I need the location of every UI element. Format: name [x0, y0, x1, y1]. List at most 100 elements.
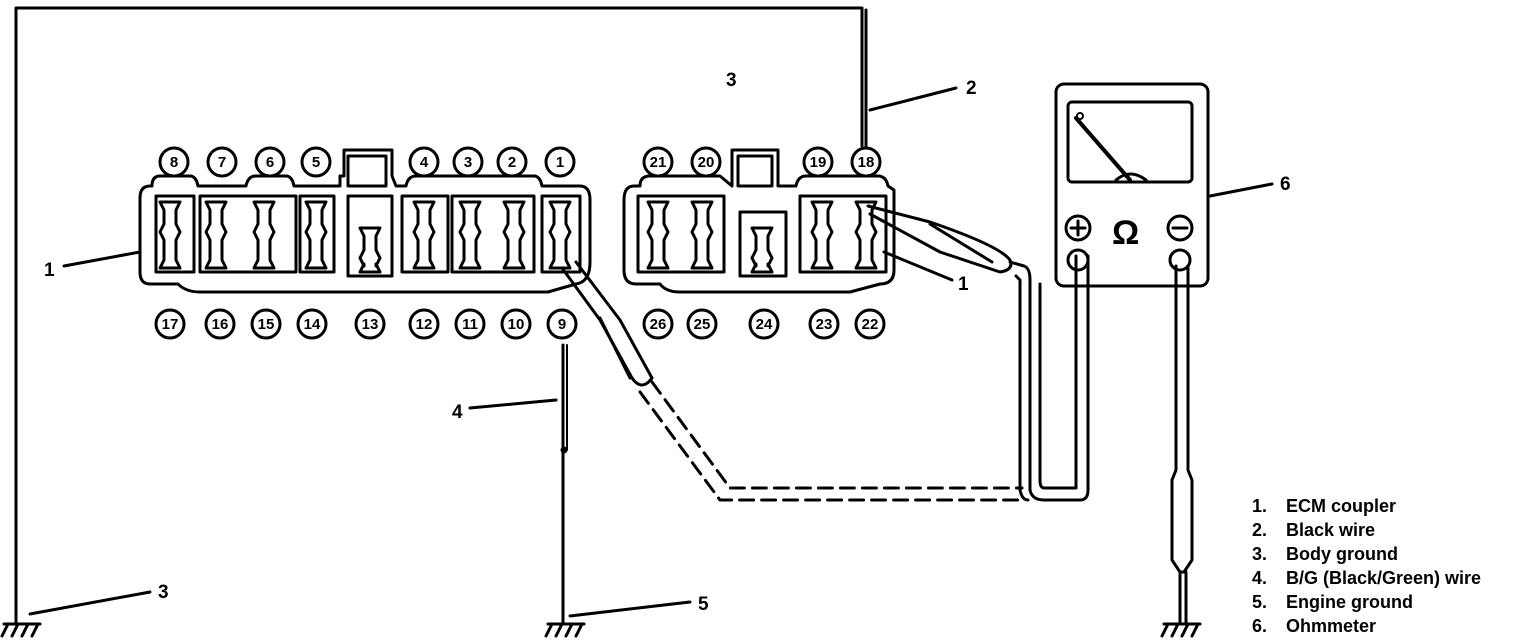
legend-num: 1.	[1252, 496, 1267, 516]
legend: 1. ECM coupler 2. Black wire 3. Body gro…	[1252, 496, 1481, 636]
callout-body-ground-top: 3	[726, 70, 737, 91]
pin-number: 11	[462, 316, 478, 333]
pin-terminal	[646, 200, 670, 270]
pin-number: 9	[558, 316, 566, 333]
pin-number: 12	[416, 316, 433, 333]
minus-terminal-icon	[1166, 214, 1194, 242]
probe-pin-1	[560, 260, 654, 387]
callout-body-ground-bottom: 3	[158, 582, 169, 603]
pin-number: 8	[170, 154, 178, 171]
pin-number-circle	[158, 146, 190, 178]
pin-number-circle	[254, 146, 286, 178]
pin-number-circle	[642, 146, 674, 178]
callout-coupler-left: 1	[44, 260, 55, 281]
pin-number-circle	[300, 146, 332, 178]
pin-number: 17	[162, 316, 179, 333]
legend-label: ECM coupler	[1286, 496, 1396, 516]
pin-number-circle	[408, 146, 440, 178]
callout-coupler-right: 1	[958, 274, 969, 295]
pin-number-circle	[500, 308, 532, 340]
pin-number: 3	[464, 154, 472, 171]
pin-number-circle	[850, 146, 882, 178]
pin-terminal	[158, 200, 182, 270]
pin-number-circle	[250, 308, 282, 340]
pin-number-circle	[748, 308, 780, 340]
pin-number-circle	[690, 146, 722, 178]
legend-label: Engine ground	[1286, 592, 1413, 612]
pin-number-circle	[204, 308, 236, 340]
engine-ground-symbol	[544, 622, 586, 638]
pin-number: 15	[258, 316, 275, 333]
legend-label: Body ground	[1286, 544, 1398, 564]
pin-terminal	[412, 200, 436, 270]
pin-terminal	[252, 200, 276, 270]
legend-label: Ohmmeter	[1286, 616, 1376, 636]
legend-num: 4.	[1252, 568, 1267, 588]
legend-num: 2.	[1252, 520, 1267, 540]
pin-number-circle	[354, 308, 386, 340]
body-ground-symbol	[0, 622, 42, 638]
meter-ground-symbol	[1160, 622, 1202, 638]
pin-number-circle	[546, 308, 578, 340]
callout-bg-wire: 4	[452, 402, 463, 423]
pin-number: 23	[816, 316, 833, 333]
legend-label: Black wire	[1286, 520, 1375, 540]
pin-number: 18	[858, 154, 875, 171]
ohmmeter-display	[1066, 100, 1194, 184]
pin-number-circle	[642, 308, 674, 340]
pin-number-circle	[854, 308, 886, 340]
pin-terminal	[304, 200, 328, 270]
pin-number: 13	[362, 316, 379, 333]
pin-number-circle	[808, 308, 840, 340]
pin-number-circle	[408, 308, 440, 340]
pin-number: 5	[312, 154, 320, 171]
legend-num: 6.	[1252, 616, 1267, 636]
pin-number-circle	[296, 308, 328, 340]
pin-number-circle	[454, 308, 486, 340]
pin-terminal	[204, 200, 228, 270]
pin-terminal	[810, 200, 834, 270]
pin-terminal	[854, 200, 878, 270]
pin-number: 21	[650, 154, 667, 171]
pin-number: 10	[508, 316, 525, 333]
pin-number-circle	[686, 308, 718, 340]
ohmmeter-body	[1054, 82, 1210, 288]
pin-number: 2	[508, 154, 516, 171]
pin-number-circle	[154, 308, 186, 340]
negative-lead	[1170, 264, 1194, 574]
pin-terminal	[548, 200, 572, 270]
legend-label: B/G (Black/Green) wire	[1286, 568, 1481, 588]
pin-number: 22	[862, 316, 879, 333]
pin-number: 7	[218, 154, 226, 171]
pin-number: 20	[698, 154, 715, 171]
pin-number: 4	[420, 154, 429, 171]
pin-terminal	[750, 226, 774, 274]
pin-terminal	[502, 200, 526, 270]
callout-black-wire: 2	[966, 78, 977, 99]
probe-pin-18	[866, 204, 1013, 274]
callout-ohmmeter: 6	[1280, 174, 1291, 195]
pin-number-circle	[496, 146, 528, 178]
pin-terminal	[358, 226, 382, 274]
pin-number: 6	[266, 154, 274, 171]
pin-number-circle	[544, 146, 576, 178]
pin-number-circle	[802, 146, 834, 178]
pin-number-circle	[206, 146, 238, 178]
pin-number: 16	[212, 316, 229, 333]
plus-terminal-icon	[1064, 214, 1092, 242]
pin-number: 26	[650, 316, 667, 333]
legend-num: 5.	[1252, 592, 1267, 612]
pin-number: 19	[810, 154, 827, 171]
ecm-coupler-b-body	[622, 148, 896, 294]
pin-number: 24	[756, 316, 773, 333]
pin-number-circle	[452, 146, 484, 178]
ohm-symbol: Ω	[1112, 214, 1139, 252]
pin-number: 14	[304, 316, 321, 333]
legend-num: 3.	[1252, 544, 1267, 564]
pin-terminal	[458, 200, 482, 270]
pin-terminal	[690, 200, 714, 270]
pin-number: 1	[556, 154, 564, 171]
pin-number: 25	[694, 316, 711, 333]
callout-engine-ground: 5	[698, 594, 709, 615]
